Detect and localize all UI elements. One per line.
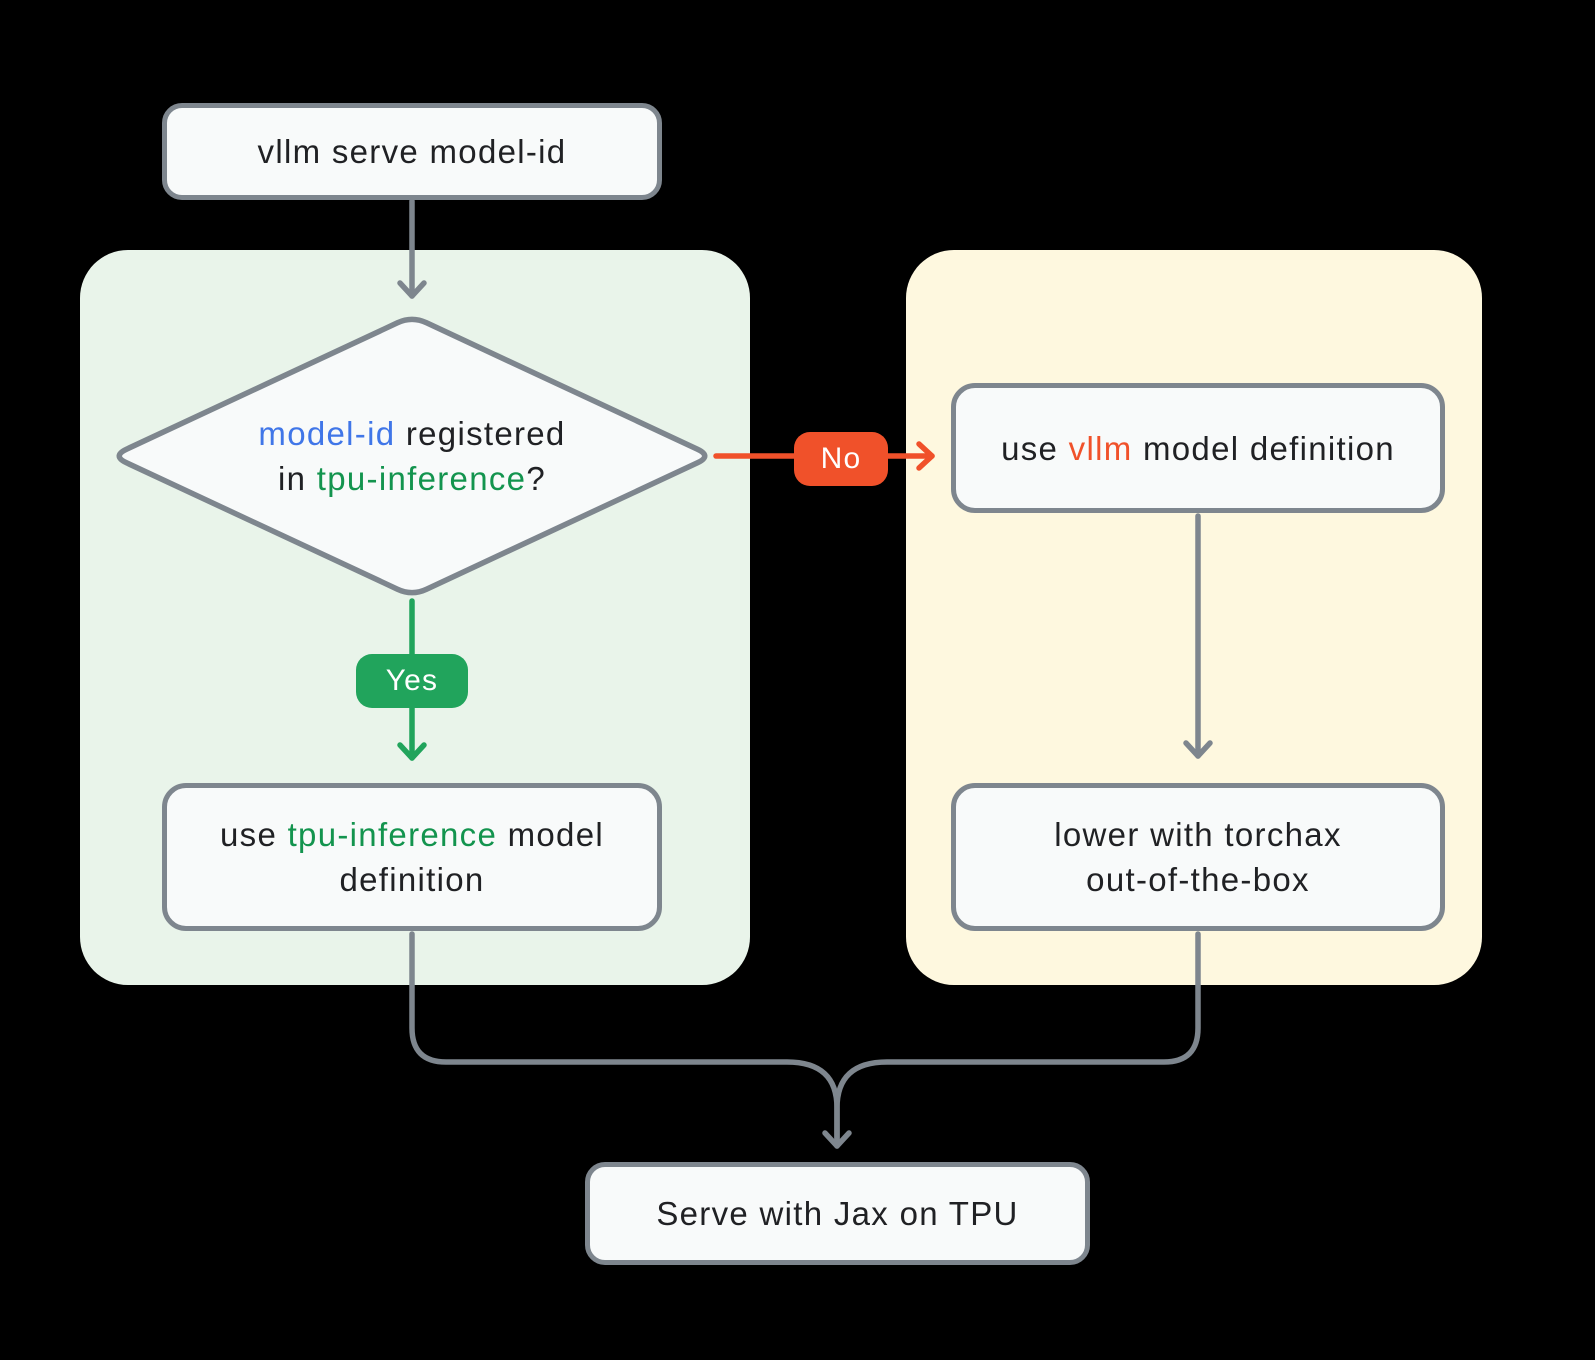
edge-label-no: No	[794, 432, 888, 486]
decision-line-2: in tpu-inference?	[278, 460, 546, 497]
decision-line-1: model-id registered	[258, 415, 566, 452]
node-serve: Serve with Jax on TPU	[585, 1162, 1090, 1265]
edge-tpu-to-serve	[409, 931, 852, 1149]
node-start: vllm serve model-id	[162, 103, 662, 200]
torchax-line-1: lower with torchax	[1054, 816, 1342, 853]
torchax-line-2: out-of-the-box	[1086, 861, 1310, 898]
node-serve-label: Serve with Jax on TPU	[656, 1195, 1019, 1232]
vllm-result-line-1: use vllm model definition	[1001, 429, 1395, 467]
decision-diamond-shape	[116, 316, 708, 596]
tpu-result-line-1: use tpu-inference model	[220, 816, 604, 853]
node-torchax: lower with torchax out-of-the-box	[951, 783, 1445, 931]
node-decision-label: model-id registered in tpu-inference?	[162, 411, 662, 501]
node-tpu-result: use tpu-inference model definition	[162, 783, 662, 931]
edge-torchax-to-serve	[834, 931, 1201, 1143]
node-vllm-result: use vllm model definition	[951, 383, 1445, 513]
edge-label-yes: Yes	[356, 654, 468, 708]
node-start-label: vllm serve model-id	[257, 133, 567, 170]
tpu-result-line-2: definition	[339, 861, 485, 898]
